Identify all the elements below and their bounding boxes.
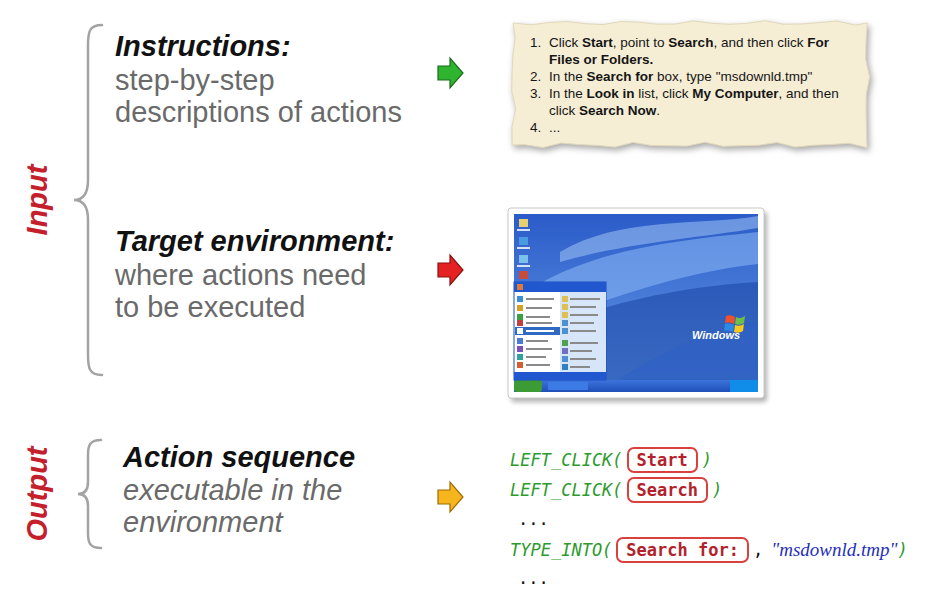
ui-term: Start — [582, 35, 613, 50]
instruction-text: , point to — [613, 35, 665, 50]
code-line: ... — [518, 564, 549, 592]
function-name: LEFT_CLICK( — [510, 450, 623, 470]
list-item: 3. In the Look in list, click My Computer… — [530, 85, 854, 119]
heading-text: Action sequence — [123, 441, 355, 474]
code-line: TYPE_INTO( Search for:, "msdownld.tmp") — [510, 536, 908, 564]
paren: ) — [702, 450, 712, 470]
section-label: Input — [23, 165, 52, 236]
function-name: LEFT_CLICK( — [510, 480, 623, 500]
list-item: 4.... — [530, 119, 854, 136]
ui-element-name: Start — [637, 450, 688, 470]
instruction-text: . — [656, 103, 660, 118]
instruction-text: list, click — [638, 86, 688, 101]
paper-note-outline — [512, 21, 870, 148]
code-line: ... — [518, 505, 549, 533]
code-line: LEFT_CLICK( Start) — [510, 446, 712, 474]
list-item: 2. In the Search for box, type "msdownld.… — [530, 68, 854, 85]
description-text: where actions need to be executed — [115, 259, 383, 323]
string-argument: "msdownld.tmp" — [771, 539, 897, 561]
ui-term: Search Now — [579, 103, 656, 118]
instruction-text: In the — [549, 69, 583, 84]
description-text: executable in the environment — [123, 474, 363, 538]
desktop-screenshot — [508, 208, 767, 402]
paren: ) — [712, 480, 722, 500]
separator: , — [753, 540, 763, 560]
output-brace — [78, 440, 101, 548]
list-number: 3. — [530, 85, 541, 102]
list-number: 4. — [530, 119, 541, 136]
list-item: 1. Click Start, point to Search, and then… — [530, 34, 854, 68]
instruction-text: ... — [549, 120, 560, 135]
instruction-text: box, type "msdownld.tmp" — [657, 69, 812, 84]
instruction-text: , and then click — [713, 35, 803, 50]
section-label: Output — [23, 446, 52, 541]
logo-text: Windows — [692, 330, 740, 341]
ui-element-box: Search for: — [616, 537, 749, 563]
ellipsis: ... — [518, 509, 549, 529]
ui-term: My Computer — [692, 86, 778, 101]
red-arrow — [438, 255, 463, 285]
instruction-text: In the — [549, 86, 583, 101]
function-name: TYPE_INTO( — [510, 540, 612, 560]
list-number: 2. — [530, 68, 541, 85]
ui-element-box: Start — [627, 447, 698, 473]
instruction-text: Click — [549, 35, 578, 50]
paren: ) — [897, 540, 907, 560]
description-text: step-by-step descriptions of actions — [115, 64, 420, 128]
instruction-note: 1. Click Start, point to Search, and then… — [510, 20, 870, 148]
list-number: 1. — [530, 34, 541, 51]
code-line: LEFT_CLICK( Search) — [510, 476, 722, 504]
heading-text: Instructions: — [115, 30, 291, 63]
heading-text: Target environment: — [115, 225, 394, 258]
ui-element-name: Search for: — [626, 540, 739, 560]
input-brace — [74, 25, 102, 375]
ellipsis: ... — [518, 568, 549, 588]
green-arrow — [438, 58, 463, 88]
ui-element-box: Search — [627, 477, 708, 503]
ui-element-name: Search — [637, 480, 698, 500]
ui-term: Look in — [587, 86, 635, 101]
ui-term: Search for — [587, 69, 654, 84]
ui-term: Search — [668, 35, 713, 50]
orange-arrow — [438, 482, 463, 512]
